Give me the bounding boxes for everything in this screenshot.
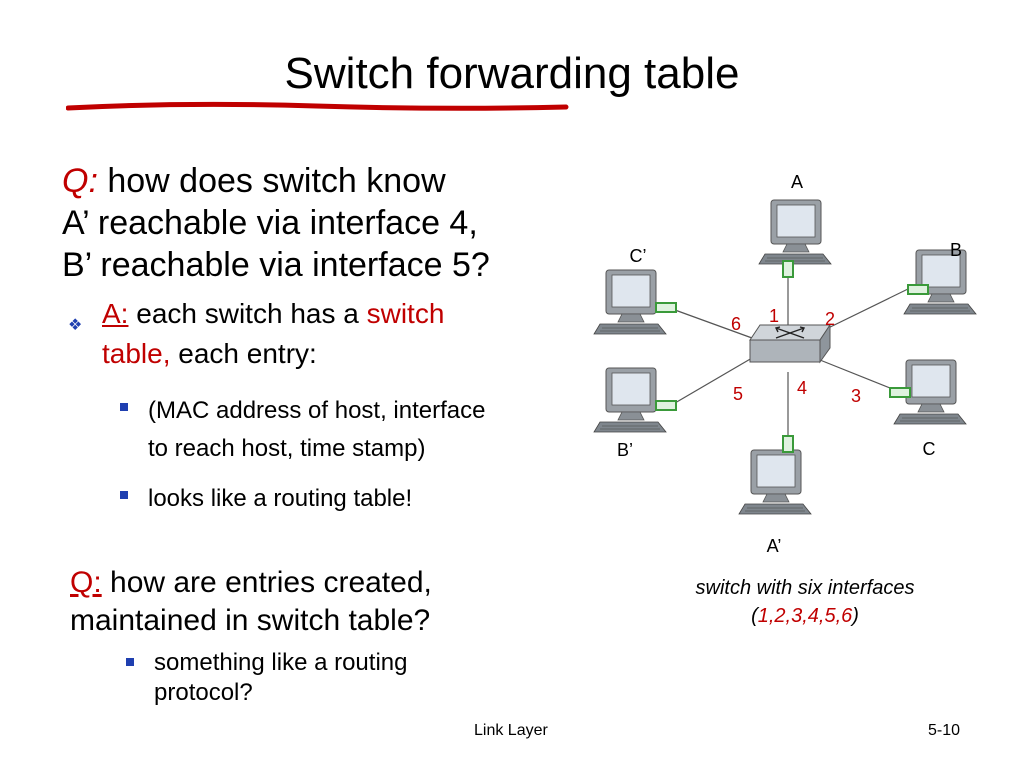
switch-diagram: A B C A’ B’ C’ 1 2 3 4 5 6 — [593, 172, 977, 556]
label-host-a: A — [791, 172, 803, 192]
q2-sub-bullet: something like a routing protocol? — [126, 648, 546, 708]
q1-line3: B’ reachable via interface 5? — [62, 246, 490, 284]
q2-sub-line2: protocol? — [154, 679, 253, 706]
caption-paren-close: ) — [852, 605, 859, 627]
port-number-3: 3 — [851, 386, 861, 406]
diagram-caption: switch with six interfaces (1,2,3,4,5,6) — [640, 574, 970, 630]
answer-label: A: — [102, 298, 129, 329]
q1-line1: how does switch know — [97, 162, 446, 200]
caption-interfaces: 1,2,3,4,5,6 — [757, 605, 853, 627]
footer-page-number: 5-10 — [928, 722, 961, 739]
port-number-4: 4 — [797, 378, 807, 398]
host-a-prime — [738, 449, 812, 515]
host-b — [903, 249, 977, 315]
q1-label: Q: — [62, 162, 98, 200]
port-number-1: 1 — [769, 306, 779, 326]
sub-bullet-routing: looks like a routing table! — [120, 480, 590, 518]
label-host-c-prime: C’ — [630, 246, 647, 266]
label-host-a-prime: A’ — [767, 536, 782, 556]
label-host-c: C — [923, 439, 936, 459]
host-a — [758, 199, 832, 265]
sub-bullet-entry: (MAC address of host, interface to reach… — [120, 392, 590, 468]
answer-text-after: each entry: — [170, 338, 317, 369]
q2-line1: how are entries created, — [101, 566, 432, 599]
slide-title: Switch forwarding table — [284, 49, 740, 98]
square-bullet-icon — [120, 491, 128, 499]
question-1: Q: how does switch know A’ reachable via… — [62, 160, 602, 286]
square-bullet-icon — [126, 658, 134, 666]
answer-text-before: each switch has a — [128, 298, 367, 329]
answer-bullet: ❖ A: each switch has a switch table, eac… — [68, 294, 568, 374]
footer-left: Link Layer — [474, 722, 548, 739]
sub-bullet-1-line1: (MAC address of host, interface — [148, 397, 486, 424]
q2-label: Q: — [70, 566, 102, 599]
title-underline — [66, 101, 569, 111]
port-number-6: 6 — [731, 314, 741, 334]
caption-line1: switch with six interfaces — [695, 577, 915, 599]
port-number-5: 5 — [733, 384, 743, 404]
port-connectors — [655, 260, 929, 453]
answer-highlight-switch: switch — [366, 298, 445, 329]
switch-icon — [749, 323, 831, 364]
diamond-bullet-icon: ❖ — [68, 317, 83, 334]
links — [674, 270, 911, 445]
question-2: Q: how are entries created, maintained i… — [70, 564, 590, 640]
label-host-b-prime: B’ — [617, 440, 633, 460]
label-host-b: B — [950, 240, 962, 260]
q1-line2: A’ reachable via interface 4, — [62, 204, 478, 242]
port-number-2: 2 — [825, 309, 835, 329]
square-bullet-icon — [120, 403, 128, 411]
q2-sub-line1: something like a routing — [154, 649, 408, 676]
q2-line2: maintained in switch table? — [70, 604, 431, 637]
answer-highlight-table: table, — [102, 338, 171, 369]
sub-bullet-2-line1: looks like a routing table! — [148, 485, 413, 512]
caption-paren-open: ( — [751, 605, 758, 627]
sub-bullet-1-line2: to reach host, time stamp) — [148, 435, 426, 462]
